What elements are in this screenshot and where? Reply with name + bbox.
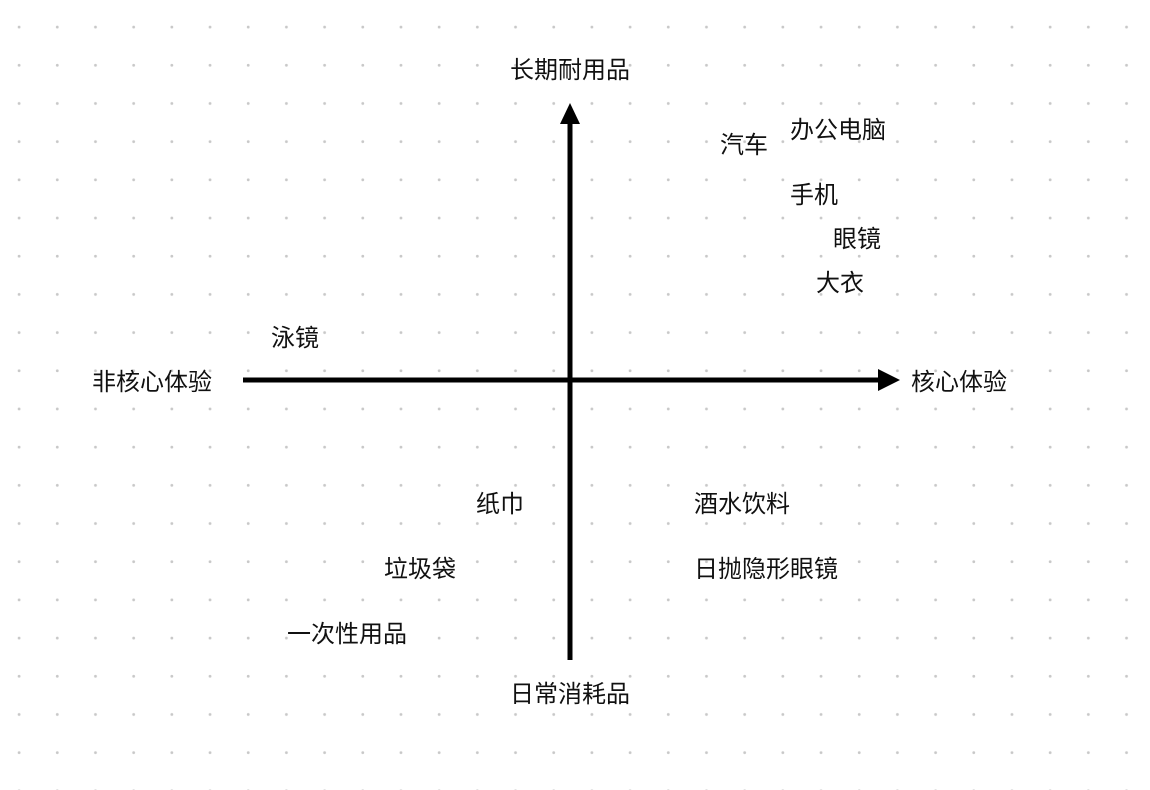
- item-beverages: 酒水饮料: [694, 490, 790, 518]
- axis-label-top: 长期耐用品: [510, 56, 630, 84]
- item-car: 汽车: [720, 131, 768, 159]
- item-trash-bag: 垃圾袋: [384, 555, 456, 583]
- item-tissue: 纸巾: [476, 490, 524, 518]
- axis-label-left: 非核心体验: [92, 368, 212, 396]
- item-office-computer: 办公电脑: [790, 116, 886, 144]
- item-phone: 手机: [790, 181, 838, 209]
- item-disposables: 一次性用品: [287, 620, 407, 648]
- item-swim-goggles: 泳镜: [271, 324, 319, 352]
- right-arrow-head: [878, 369, 900, 391]
- item-daily-contacts: 日抛隐形眼镜: [694, 555, 838, 583]
- axis-label-bottom: 日常消耗品: [510, 680, 630, 708]
- up-arrow-head: [560, 103, 580, 124]
- item-coat: 大衣: [816, 269, 864, 297]
- item-glasses: 眼镜: [833, 225, 881, 253]
- axis-label-right: 核心体验: [911, 368, 1007, 396]
